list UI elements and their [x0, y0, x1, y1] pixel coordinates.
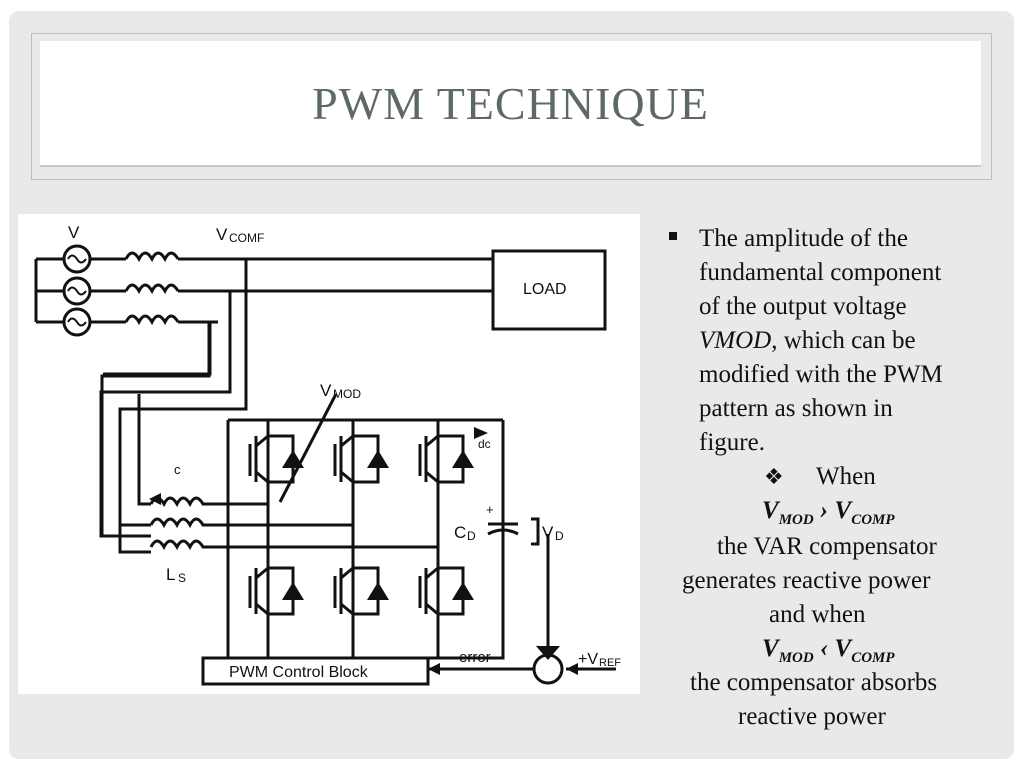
cond1-sub1: MOD: [778, 512, 814, 528]
label-vcomf: COMF: [229, 231, 264, 245]
condition-1: VMOD › VCOMP: [762, 494, 895, 537]
sub-bullet-when: When: [816, 463, 876, 490]
bullet-line-4: VMOD, which can be: [699, 324, 916, 358]
label-vd: D: [555, 529, 564, 543]
cond2-op: ‹: [819, 635, 829, 662]
label-ls-l: L: [166, 565, 175, 584]
label-cd: D: [467, 529, 476, 543]
bullet-line-7: figure.: [699, 429, 765, 456]
cond1-v2: V: [834, 497, 852, 524]
text-generates: generates reactive power: [682, 567, 931, 594]
bullet-line-6: pattern as shown in: [699, 395, 893, 422]
label-cd-c: C: [454, 523, 466, 542]
bullet-line-4-rest: , which can be: [771, 327, 916, 354]
label-vref: REF: [599, 657, 621, 669]
pwm-control-block-label: PWM Control Block: [229, 664, 369, 681]
label-plus-cap: +: [486, 502, 494, 517]
cond1-v1: V: [762, 497, 779, 524]
label-c: c: [174, 462, 181, 477]
cond1-op: ›: [819, 497, 829, 524]
bullet-line-2: fundamental component: [699, 259, 942, 286]
label-vmod: MOD: [333, 387, 361, 401]
cond2-v1: V: [762, 635, 779, 662]
label-vref-v: +V: [578, 651, 598, 668]
text-reactive-power: reactive power: [738, 703, 886, 730]
label-ls: S: [178, 571, 186, 585]
bullet-line-1: The amplitude of the: [699, 225, 908, 252]
cond2-sub2: COMP: [851, 650, 895, 666]
diamond-bullet-icon: ❖: [764, 464, 784, 489]
square-bullet-icon: [669, 232, 677, 240]
label-vmod-v: V: [320, 381, 332, 400]
text-absorbs: the compensator absorbs: [690, 669, 938, 696]
condition-2: VMOD ‹ VCOMP: [762, 632, 895, 675]
bullet-line-3: of the output voltage: [699, 293, 907, 320]
slide-title: PWM TECHNIQUE: [312, 78, 709, 129]
cond2-v2: V: [834, 635, 852, 662]
text-var-compensator: the VAR compensator: [717, 533, 937, 560]
title-box: [40, 41, 981, 167]
title-frame: [31, 33, 992, 180]
vmod-italic: VMOD: [699, 327, 772, 354]
cond2-sub1: MOD: [778, 650, 814, 666]
label-source-v: V: [68, 223, 80, 242]
label-error: error: [459, 649, 491, 666]
label-vcomf-v: V: [216, 225, 228, 244]
cond1-sub2: COMP: [851, 512, 895, 528]
label-vd-v: V: [542, 523, 554, 542]
label-minus: -: [536, 637, 541, 653]
label-load: LOAD: [523, 281, 567, 298]
bullet-line-5: modified with the PWM: [699, 361, 943, 388]
circuit-diagram: V V COMF LOAD V MOD dc c L S C D + V D -…: [18, 214, 640, 694]
text-and-when: and when: [769, 601, 866, 628]
label-dc: dc: [478, 437, 491, 451]
